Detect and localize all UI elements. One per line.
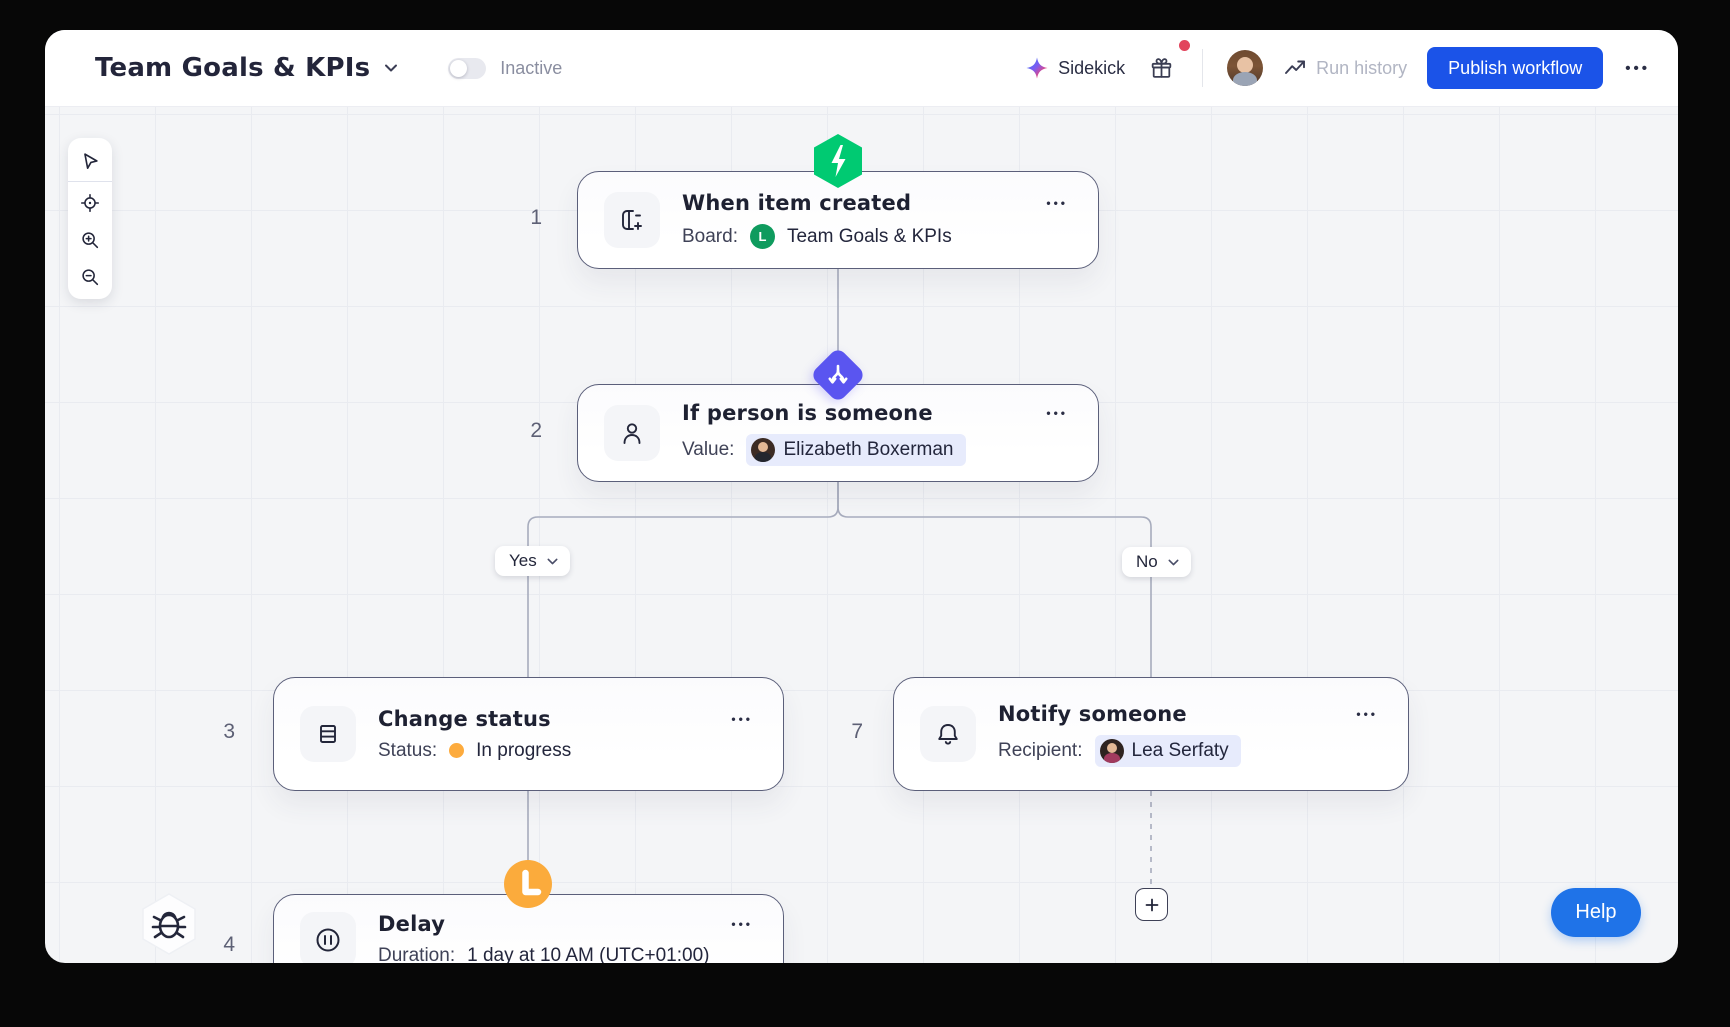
publish-workflow-button[interactable]: Publish workflow [1427,47,1604,89]
node-number: 7 [851,720,863,743]
zoom-in-icon [82,231,99,248]
person-avatar [751,437,776,462]
workflow-status-label: Inactive [500,57,563,78]
chevron-down-icon [547,558,558,564]
node-number: 3 [223,720,235,743]
condition-badge [809,346,867,404]
field-label: Value: [682,438,735,460]
zoom-out-button[interactable] [68,258,112,295]
plus-icon [1145,898,1158,911]
field-value[interactable]: Team Goals & KPIs [786,225,952,247]
field-label: Duration: [378,945,456,963]
field-value: Elizabeth Boxerman [783,438,954,460]
toolbar-divider [68,181,112,182]
node-number: 2 [530,419,542,442]
node-when-item-created[interactable]: When item created ••• Board: L Team Goal… [577,171,1099,269]
help-button[interactable]: Help [1551,888,1641,937]
node-if-person[interactable]: If person is someone ••• Value: Elizabet… [577,384,1099,482]
header-actions: Sidekick [1025,39,1652,89]
zoom-out-icon [82,268,99,285]
node-title: If person is someone [682,400,933,425]
node-title: Notify someone [998,701,1187,726]
run-history-label: Run history [1316,57,1408,78]
toggle-knob [450,59,468,77]
bell-icon [920,706,976,762]
cursor-icon [84,152,98,169]
locate-target-icon [80,193,100,212]
header-divider [1202,49,1204,87]
status-rows-icon [300,706,356,762]
board-avatar: L [749,224,775,249]
node-number: 1 [530,206,542,229]
node-change-status[interactable]: Change status ••• Status: In progress [273,677,784,791]
select-tool-button[interactable] [68,142,112,179]
fit-view-button[interactable] [68,184,112,221]
chevron-down-icon [385,64,398,72]
node-menu-button[interactable]: ••• [731,711,753,726]
person-value-pill[interactable]: Lea Serfaty [1094,734,1241,767]
add-step-button[interactable] [1135,888,1168,921]
field-label: Status: [378,739,438,761]
branch-yes-chip[interactable]: Yes [495,546,570,576]
workflow-active-toggle[interactable] [448,57,487,79]
person-value-pill[interactable]: Elizabeth Boxerman [746,433,966,466]
branch-no-label: No [1136,552,1158,571]
status-color-dot [449,743,465,758]
run-history-button[interactable]: Run history [1283,56,1407,80]
trigger-badge [814,134,862,188]
hexagon-shape [142,893,196,955]
bug-icon [151,911,187,939]
node-title: When item created [682,191,912,215]
workflow-builder-window: Team Goals & KPIs Inactive Sidekick [45,30,1678,963]
trend-arrow-icon [1285,60,1306,74]
node-menu-button[interactable]: ••• [731,917,753,931]
lightning-hexagon-icon [814,134,862,188]
node-menu-button[interactable]: ••• [1046,196,1068,210]
whats-new-button[interactable] [1145,39,1191,85]
chevron-down-icon [1168,559,1179,565]
node-title: Delay [378,912,446,936]
node-number: 4 [223,933,235,956]
sparkle-ai-icon [1026,57,1048,79]
delay-badge [504,860,552,908]
branch-diamond-icon [828,364,848,384]
title-menu-button[interactable] [382,59,400,77]
pause-icon [300,912,356,963]
board-add-icon [604,192,660,248]
node-menu-button[interactable]: ••• [1356,706,1378,721]
branch-yes-label: Yes [509,551,537,570]
sidekick-button[interactable]: Sidekick [1025,56,1125,80]
node-menu-button[interactable]: ••• [1046,405,1068,420]
branch-no-chip[interactable]: No [1122,547,1191,577]
field-label: Board: [682,225,738,247]
node-title: Change status [378,706,551,731]
clock-circle-icon [522,869,542,896]
page-title: Team Goals & KPIs [95,53,371,83]
header-more-button[interactable]: ••• [1625,59,1650,77]
field-value[interactable]: 1 day at 10 AM (UTC+01:00) [467,945,710,963]
user-avatar[interactable] [1227,50,1264,86]
person-icon [604,405,660,461]
field-label: Recipient: [998,739,1083,761]
person-avatar [1099,738,1124,763]
zoom-in-button[interactable] [68,221,112,258]
gift-icon [1151,57,1172,78]
notification-dot [1179,39,1191,51]
canvas-toolbar [68,138,112,299]
sidekick-label: Sidekick [1058,57,1126,78]
field-value[interactable]: In progress [476,739,572,761]
field-value: Lea Serfaty [1131,739,1229,761]
node-notify-someone[interactable]: Notify someone ••• Recipient: Lea Serfat… [893,677,1409,791]
header: Team Goals & KPIs Inactive Sidekick [45,30,1678,107]
debug-button[interactable] [140,892,198,961]
